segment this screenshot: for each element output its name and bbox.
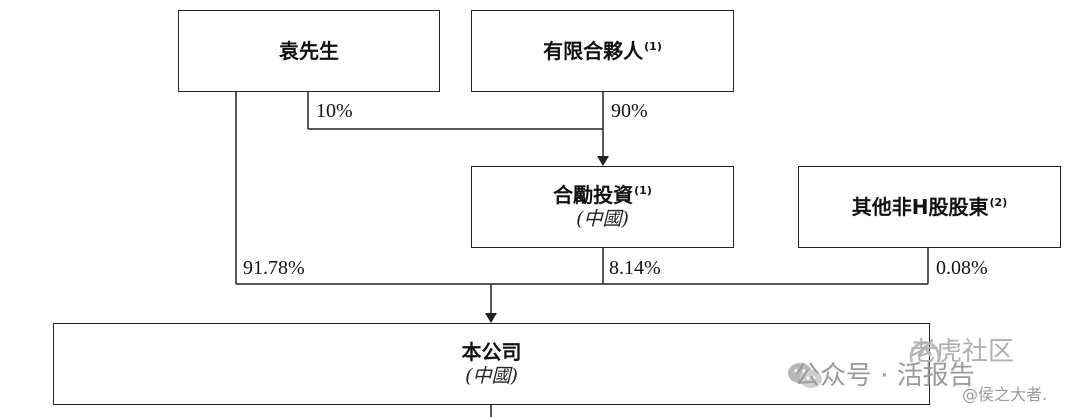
entity-box-company: 本公司 (中國) [53,323,930,405]
pct-yuan-to-company: 91.78% [243,257,305,279]
entity-name-helai: 合勵投資 [553,182,634,207]
pct-other-to-company: 0.08% [936,257,988,279]
entity-name-other-shareholders: 其他非H股股東 [851,194,989,219]
footnote-marker: (1) [644,39,662,53]
entity-jurisdiction-company: (中國) [465,364,518,387]
community-watermark: 老虎社区 [906,336,1014,368]
entity-box-limited-partner: 有限合夥人(1) [471,10,734,92]
arrowhead-company [485,313,497,323]
wechat-icon [788,363,822,388]
tiger-community-icon [909,341,941,363]
footnote-marker: (2) [989,195,1008,209]
entity-box-helai: 合勵投資(1) (中國) [471,166,734,248]
wechat-watermark: 公众号 · 活报告 [786,361,975,391]
handle-watermark: @侯之大者. [962,385,1048,404]
pct-helai-to-company: 8.14% [609,257,661,279]
footnote-marker: (1) [634,183,652,197]
entity-name-yuan: 袁先生 [279,38,339,63]
entity-box-other-shareholders: 其他非H股股東(2) [798,166,1061,248]
pct-yuan-to-helai: 10% [316,100,353,122]
wechat-watermark-text: 公众号 · 活报告 [794,361,975,391]
arrowhead-helai [597,156,609,166]
entity-box-yuan: 袁先生 [178,10,440,92]
pct-lp-to-helai: 90% [611,100,648,122]
community-watermark-text: 老虎社区 [910,337,1015,367]
entity-name-company: 本公司 [461,339,522,364]
entity-jurisdiction-helai: (中國) [576,207,629,230]
entity-name-limited-partner: 有限合夥人 [543,38,644,63]
